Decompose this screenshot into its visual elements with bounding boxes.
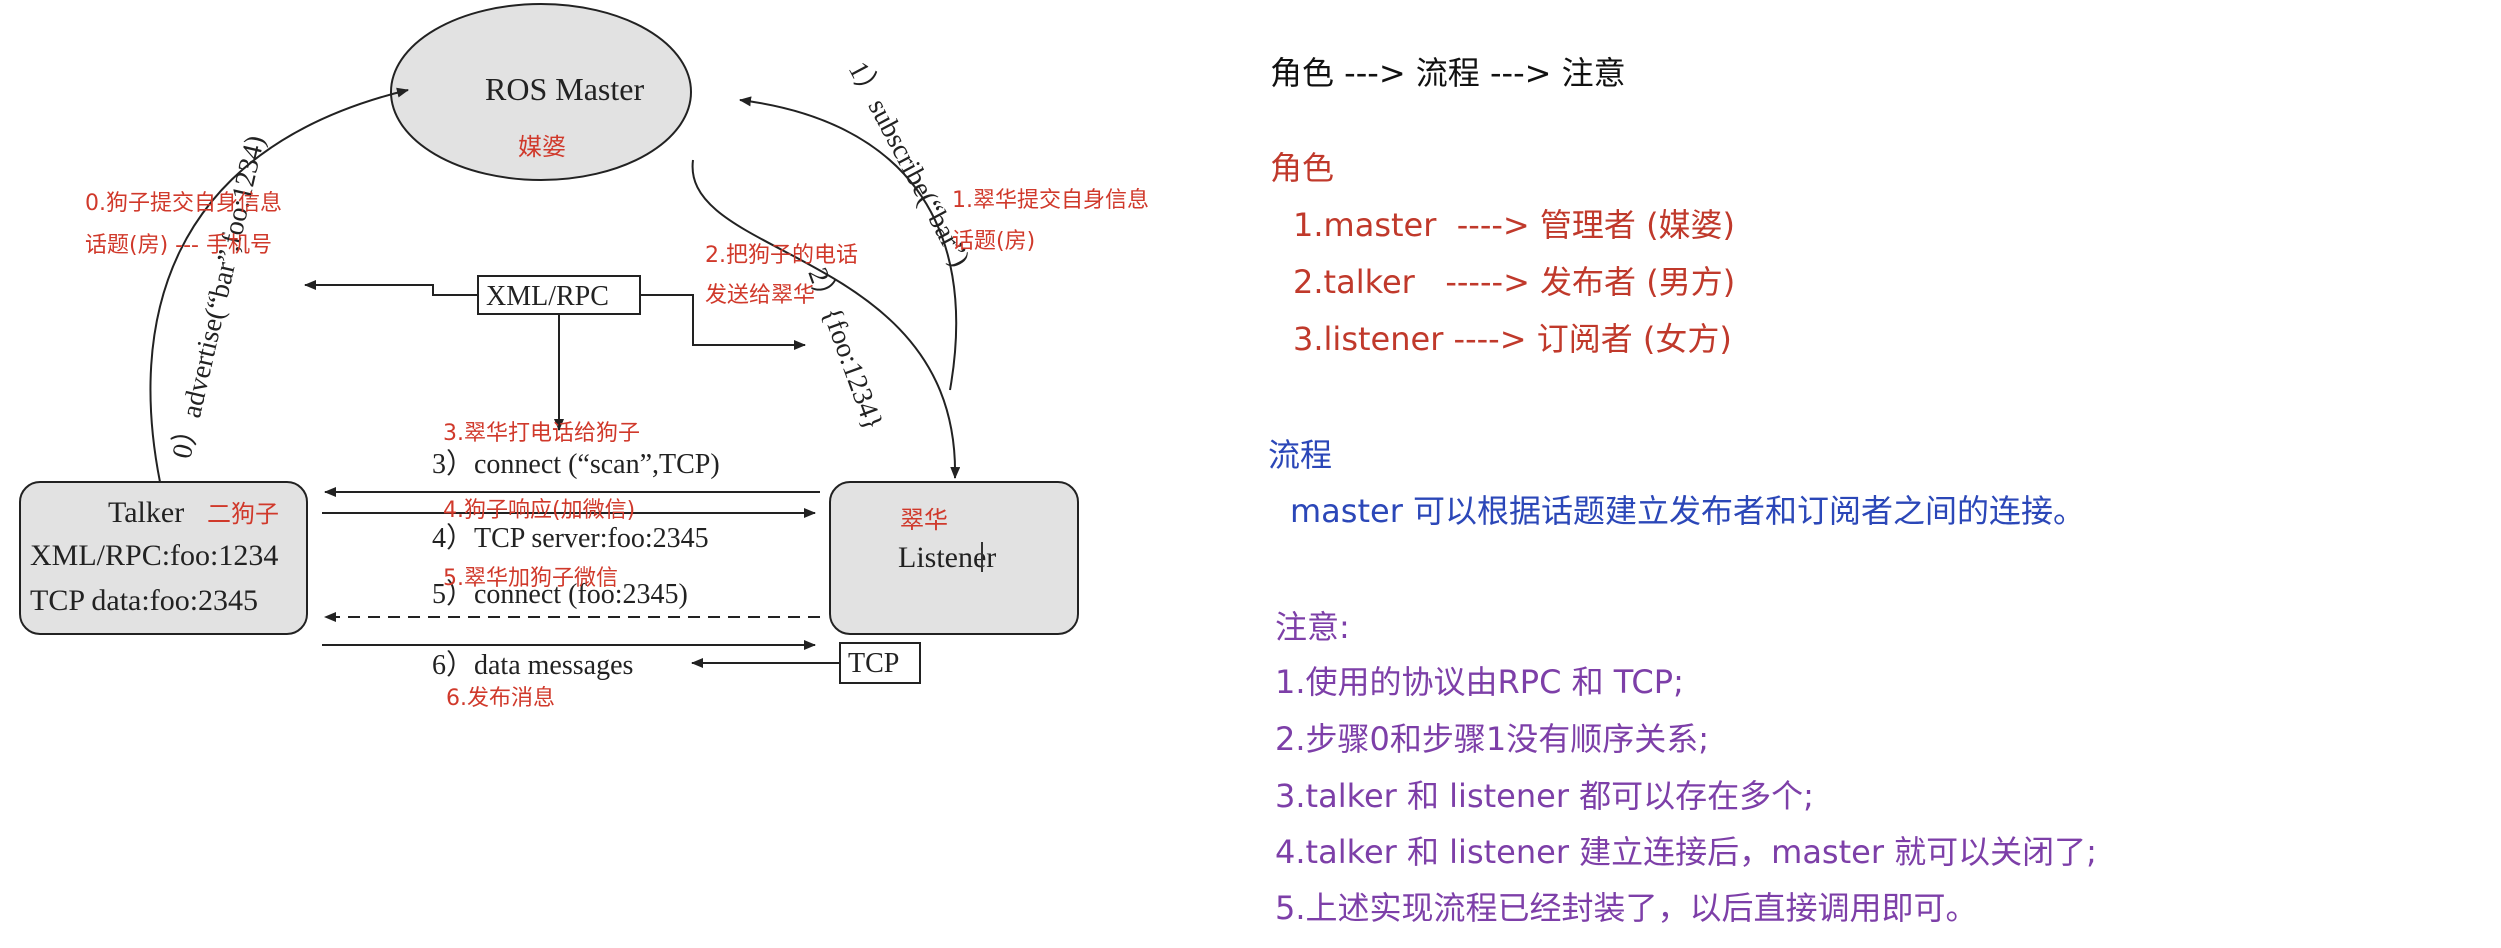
note-step5: 5.翠华加狗子微信 [443,566,618,591]
note-step1-b: 话题(房) [952,229,1035,254]
step4-label: 4）TCP server:foo:2345 [432,522,709,554]
role-item-master: 1.master ----> 管理者 (媒婆) [1293,206,1736,244]
listener-title: Listener [898,541,996,574]
ros-master-label: ROS Master [485,71,644,107]
xmlrpc-right-arrow [640,294,806,350]
note-step0-b: 话题(房) --- 手机号 [85,233,272,258]
listener-note: 翠华 [900,506,948,534]
talker-note: 二狗子 [207,500,279,528]
tcp-label: TCP [848,648,899,679]
talker-title: Talker [108,496,184,529]
note-step2-b: 发送给翠华 [705,283,815,308]
note-step1-a: 1.翠华提交自身信息 [952,188,1149,213]
talker-node [19,481,308,635]
xmlrpc-left-arrow [304,280,478,296]
step0-label: 0）advertise(“bar”,foo:1234) [166,132,272,461]
note-step4: 4.狗子响应(加微信) [443,498,635,523]
talker-tcp-port: TCP data:foo:2345 [30,584,258,617]
talker-xmlrpc-port: XML/RPC:foo:1234 [30,539,278,572]
flow-heading: 流程 [1268,436,1333,474]
listener-node [829,481,1079,635]
ros-communication-diagram: ROS Master 媒婆 Talker 二狗子 XML/RPC:foo:123… [19,3,1149,711]
note-step6: 6.发布消息 [446,686,555,711]
step5-label: 5）connect (foo:2345) [432,578,688,610]
caution-item-3: 3.talker 和 listener 都可以存在多个; [1275,777,1814,815]
step3-label: 3）connect (“scan”,TCP) [432,448,720,480]
master-to-listener-arrow [691,159,961,479]
advertise-arrow [149,87,409,483]
role-item-talker: 2.talker -----> 发布者 (男方) [1293,263,1736,301]
role-item-listener: 3.listener ----> 订阅者 (女方) [1293,320,1732,358]
caution-item-1: 1.使用的协议由RPC 和 TCP; [1275,663,1684,701]
master-note: 媒婆 [518,133,566,161]
note-step0-a: 0.狗子提交自身信息 [85,191,282,216]
caution-item-5: 5.上述实现流程已经封装了，以后直接调用即可。 [1275,889,1978,927]
tcp-box [839,642,921,684]
summary-title: 角色 ---> 流程 ---> 注意 [1270,54,1626,92]
flow-text: master 可以根据话题建立发布者和订阅者之间的连接。 [1290,492,2086,530]
caution-heading: 注意: [1275,608,1350,646]
step6-label: 6）data messages [432,649,633,681]
ros-master-node [390,3,692,181]
note-step2-a: 2.把狗子的电话 [705,243,858,268]
caution-item-4: 4.talker 和 listener 建立连接后，master 就可以关闭了; [1275,833,2097,871]
xmlrpc-label: XML/RPC [486,281,609,312]
subscribe-arrow [739,96,958,391]
roles-heading: 角色 [1270,149,1335,187]
note-step3: 3.翠华打电话给狗子 [443,421,640,446]
caution-item-2: 2.步骤0和步骤1没有顺序关系; [1275,720,1710,758]
